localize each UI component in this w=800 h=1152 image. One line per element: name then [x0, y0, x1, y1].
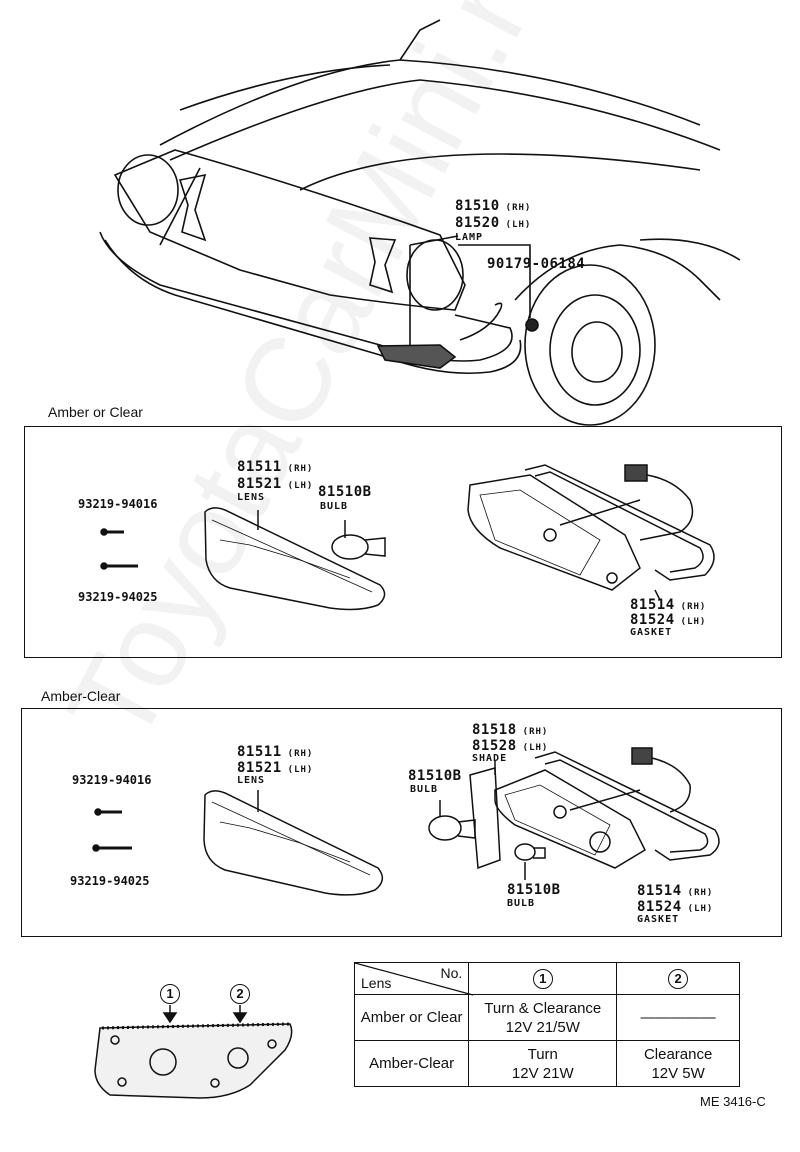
- section2-parts-drawing: [92, 747, 720, 896]
- bulb-spec-table: Lens No. 1 2 Amber or Clear Turn & Clear…: [353, 962, 740, 1087]
- section2-shade-rh-label: 81518(RH): [472, 722, 549, 738]
- table-header-no: No.: [440, 965, 463, 981]
- section1-gasket-rh-label: 81514(RH): [630, 597, 707, 613]
- section1-frame: [24, 426, 782, 658]
- section2-frame: [21, 708, 782, 937]
- section2-screw1-pn: 93219-94016: [72, 773, 152, 787]
- table-cell-col2: —————: [616, 994, 740, 1041]
- section2-gasket-lh-label: 81524(LH): [637, 899, 714, 915]
- section1-lens-name: LENS: [237, 492, 266, 503]
- section2-gasket-rh-label: 81514(RH): [637, 883, 714, 899]
- section2-bulb1-pn: 81510B: [408, 768, 462, 784]
- lamp-rh-label: 81510(RH): [455, 198, 532, 214]
- section2-title: Amber-Clear: [41, 688, 121, 704]
- table-header-lens: Lens: [361, 975, 392, 991]
- figure-code: ME 3416-C: [700, 1094, 766, 1109]
- section2-shade-lh-label: 81528(LH): [472, 738, 549, 754]
- section2-lens-name: LENS: [237, 775, 266, 786]
- table-header-col1: 1: [468, 962, 618, 995]
- lamp-lh-label: 81520(LH): [455, 215, 532, 231]
- key-marker-2: 2: [230, 984, 250, 1004]
- section2-shade-name: SHADE: [472, 753, 508, 764]
- section1-screw2-pn: 93219-94025: [78, 590, 158, 604]
- section1-parts-drawing: [100, 464, 715, 611]
- section2-bulb1-name: BULB: [410, 784, 439, 795]
- section1-bulb-pn: 81510B: [318, 484, 372, 500]
- section1-lens-rh-label: 81511(RH): [237, 459, 314, 475]
- table-header-col2: 2: [616, 962, 740, 995]
- table-cell-lens: Amber-Clear: [353, 1040, 470, 1087]
- section2-gasket-name: GASKET: [637, 914, 680, 925]
- section1-gasket-lh-label: 81524(LH): [630, 612, 707, 628]
- section2-bulb2-name: BULB: [507, 898, 536, 909]
- table-header-lens-no: Lens No.: [353, 962, 474, 996]
- lamp-name: LAMP: [455, 232, 484, 243]
- table-cell-lens: Amber or Clear: [353, 994, 470, 1041]
- section2-bulb2-pn: 81510B: [507, 882, 561, 898]
- section2-lens-rh-label: 81511(RH): [237, 744, 314, 760]
- section1-screw1-pn: 93219-94016: [78, 497, 158, 511]
- section1-lens-lh-label: 81521(LH): [237, 476, 314, 492]
- section1-bulb-name: BULB: [320, 501, 349, 512]
- key-marker-1: 1: [160, 984, 180, 1004]
- section2-screw2-pn: 93219-94025: [70, 874, 150, 888]
- car-front-illustration: [99, 19, 741, 426]
- section2-lens-lh-label: 81521(LH): [237, 760, 314, 776]
- section1-title: Amber or Clear: [48, 404, 143, 420]
- nut-part-number: 90179-06184: [487, 256, 586, 272]
- section1-gasket-name: GASKET: [630, 627, 673, 638]
